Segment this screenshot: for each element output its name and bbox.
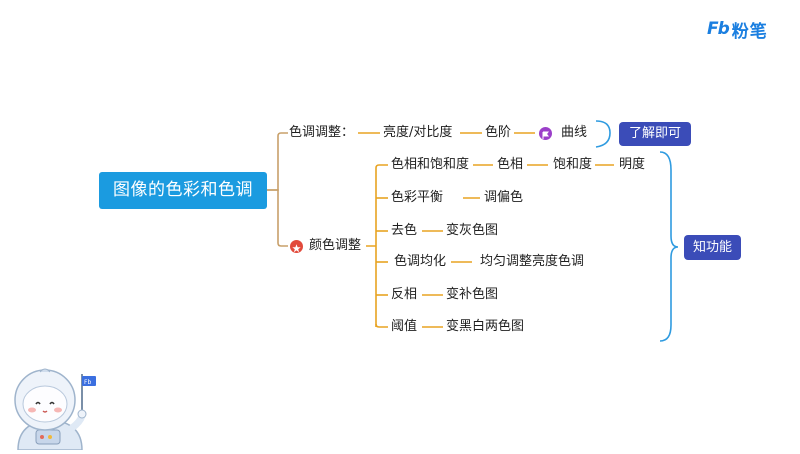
connector-root-color <box>267 189 288 247</box>
child-lightness: 明度 <box>619 157 646 172</box>
connector-color-row6 <box>375 323 388 328</box>
child-hue: 色相 <box>497 157 524 172</box>
brand-name: 粉笔 <box>731 21 768 42</box>
row-equalize: 色调均化 <box>394 254 447 269</box>
tag-know-function: 知功能 <box>684 235 741 260</box>
row-hue-saturation: 色相和饱和度 <box>391 157 470 172</box>
connector-color-row1 <box>375 164 388 169</box>
branch-tone-label: 色调调整： <box>289 125 355 140</box>
child-gray-image: 变灰色图 <box>446 223 499 238</box>
child-even-brightness: 均匀调整亮度色调 <box>480 254 585 269</box>
flag-text: Fb <box>84 379 91 386</box>
tag-understand: 了解即可 <box>619 122 691 146</box>
brand-logo: Fb 粉笔 <box>707 17 768 42</box>
child-black-white-image: 变黑白两色图 <box>446 319 525 334</box>
child-saturation: 饱和度 <box>553 157 593 172</box>
root-node: 图像的色彩和色调 <box>99 172 267 209</box>
connector-color-spine <box>366 168 377 327</box>
connector-root-tone <box>267 132 288 191</box>
child-adjust-cast: 调偏色 <box>484 190 524 205</box>
row-color-balance: 色彩平衡 <box>391 190 444 205</box>
star-icon <box>290 240 303 253</box>
row-threshold: 阈值 <box>391 319 418 334</box>
child-complement-image: 变补色图 <box>446 287 499 302</box>
row-desaturate: 去色 <box>391 223 418 238</box>
tone-item-curves: 曲线 <box>561 125 588 140</box>
tone-item-brightness: 亮度/对比度 <box>383 125 453 140</box>
brace-func <box>659 151 679 342</box>
tone-item-levels: 色阶 <box>485 125 512 140</box>
marker-flag-icon <box>539 127 552 140</box>
brace-know <box>595 120 611 148</box>
astronaut-mascot: Fb <box>0 362 100 451</box>
row-invert: 反相 <box>391 287 418 302</box>
brand-mark: Fb <box>707 19 730 39</box>
branch-color-label: 颜色调整 <box>309 238 362 253</box>
